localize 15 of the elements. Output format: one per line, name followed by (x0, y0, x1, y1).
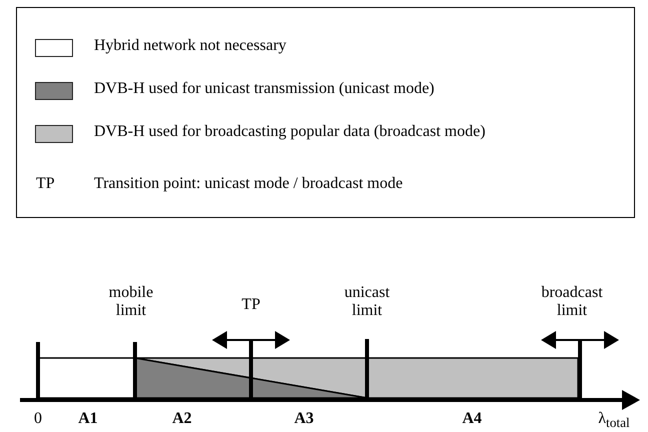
area-label: A4 (462, 410, 482, 428)
legend-text: DVB-H used for unicast transmission (unicast mode) (94, 80, 434, 98)
area-label: A2 (172, 410, 192, 428)
legend-text: Hybrid network not necessary (94, 37, 286, 55)
legend-symbol: TP (36, 175, 55, 193)
axis-label: 0 (34, 410, 42, 428)
limit-label: unicast limit (343, 284, 391, 320)
legend-text: DVB-H used for broadcasting popular data (broadcast mode) (94, 123, 486, 141)
axis-label: λ$_{total}$ (598, 410, 630, 432)
area-label: A1 (78, 410, 98, 428)
area-label: A3 (294, 410, 314, 428)
limit-label: broadcast limit (540, 284, 604, 320)
limit-label: mobile limit (108, 284, 154, 320)
legend-text: Transition point: unicast mode / broadcast mode (94, 175, 403, 193)
transition-point-label: TP (242, 296, 260, 314)
